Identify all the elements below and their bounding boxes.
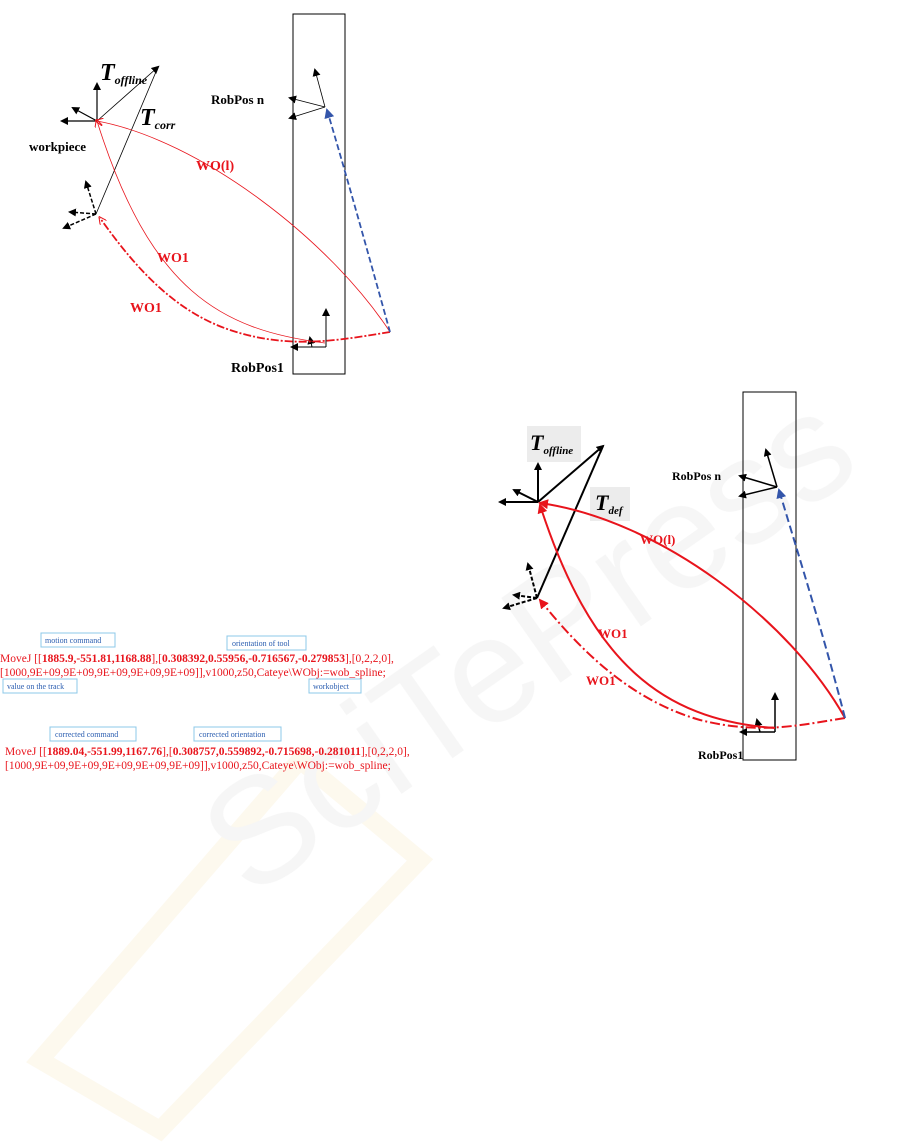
wo-l-label: WO(l) (640, 532, 675, 547)
annotation-corrected-command: corrected command (49, 726, 137, 742)
path-wo1-dashdot (538, 598, 846, 729)
t-offline-label: Toffline (530, 430, 573, 457)
corrected-frame (502, 562, 538, 611)
robpos-n-label: RobPos n (672, 469, 721, 483)
right-diagram: Toffline Tdef RobPos n RobPos1 WO(l) WO1… (498, 391, 846, 762)
robpos-n-frame (288, 68, 326, 121)
t-def-line (536, 445, 604, 599)
robpos-n-frame (738, 448, 778, 499)
wo1-label-a: WO1 (157, 251, 189, 266)
original-command-line2: [1000,9E+09,9E+09,9E+09,9E+09,9E+09]],v1… (0, 667, 386, 679)
t-corr-line (95, 66, 159, 215)
t-offline-label-bg (527, 426, 581, 462)
annotation-workobject: workobject (308, 678, 362, 694)
annotation-motion-command: motion command (40, 632, 116, 648)
wo1-label-a: WO1 (598, 626, 628, 641)
robpos-n-label: RobPos n (211, 92, 265, 107)
annotation-corrected-orientation: corrected orientation (193, 726, 282, 742)
t-offline-label: Toffline (100, 60, 148, 87)
corrected-command-line2: [1000,9E+09,9E+09,9E+09,9E+09,9E+09]],v1… (5, 760, 391, 772)
annotation-orientation-of-tool: orientation of tool (226, 635, 307, 651)
original-command-line1: MoveJ [[1885.9,-551.81,1168.88],[0.30839… (0, 653, 394, 665)
svg-text:workobject: workobject (313, 682, 350, 691)
path-blue-dashed (324, 108, 391, 333)
svg-text:motion command: motion command (45, 636, 101, 645)
code-block: motion command orientation of tool MoveJ… (0, 632, 410, 772)
track-rectangle (292, 13, 346, 375)
svg-text:orientation of tool: orientation of tool (232, 639, 291, 648)
annotation-value-on-track: value on the track (2, 678, 78, 694)
workpiece-frame (498, 444, 605, 506)
watermark: SciTePress (26, 358, 883, 1142)
path-wo-l (97, 121, 391, 333)
wo-l-label: WO(l) (196, 159, 234, 174)
workpiece-frame (60, 65, 160, 125)
left-diagram: Toffline Tcorr workpiece RobPos n RobPos… (29, 13, 391, 376)
robpos-1-frame (290, 308, 330, 351)
svg-text:corrected command: corrected command (55, 730, 118, 739)
svg-text:value on the track: value on the track (7, 682, 64, 691)
svg-text:corrected orientation: corrected orientation (199, 730, 265, 739)
track-rectangle (742, 391, 797, 761)
t-def-label: Tdef (595, 490, 624, 517)
path-blue-dashed (776, 488, 846, 719)
t-def-label-bg (590, 487, 630, 521)
corrected-command-line1: MoveJ [[1889.04,-551.99,1167.76],[0.3087… (5, 746, 410, 758)
robpos-1-label: RobPos1 (231, 361, 284, 376)
path-wo1-thin (97, 121, 326, 344)
path-wo-l (538, 499, 846, 719)
corrected-frame (62, 180, 97, 230)
path-wo1-solid (537, 503, 776, 729)
workpiece-label: workpiece (29, 139, 86, 154)
robpos-1-label: RobPos1 (698, 748, 743, 762)
path-wo1-dashed (100, 218, 391, 343)
t-corr-label: Tcorr (140, 105, 176, 132)
wo1-label-b: WO1 (586, 673, 616, 688)
wo1-label-b: WO1 (130, 301, 162, 316)
